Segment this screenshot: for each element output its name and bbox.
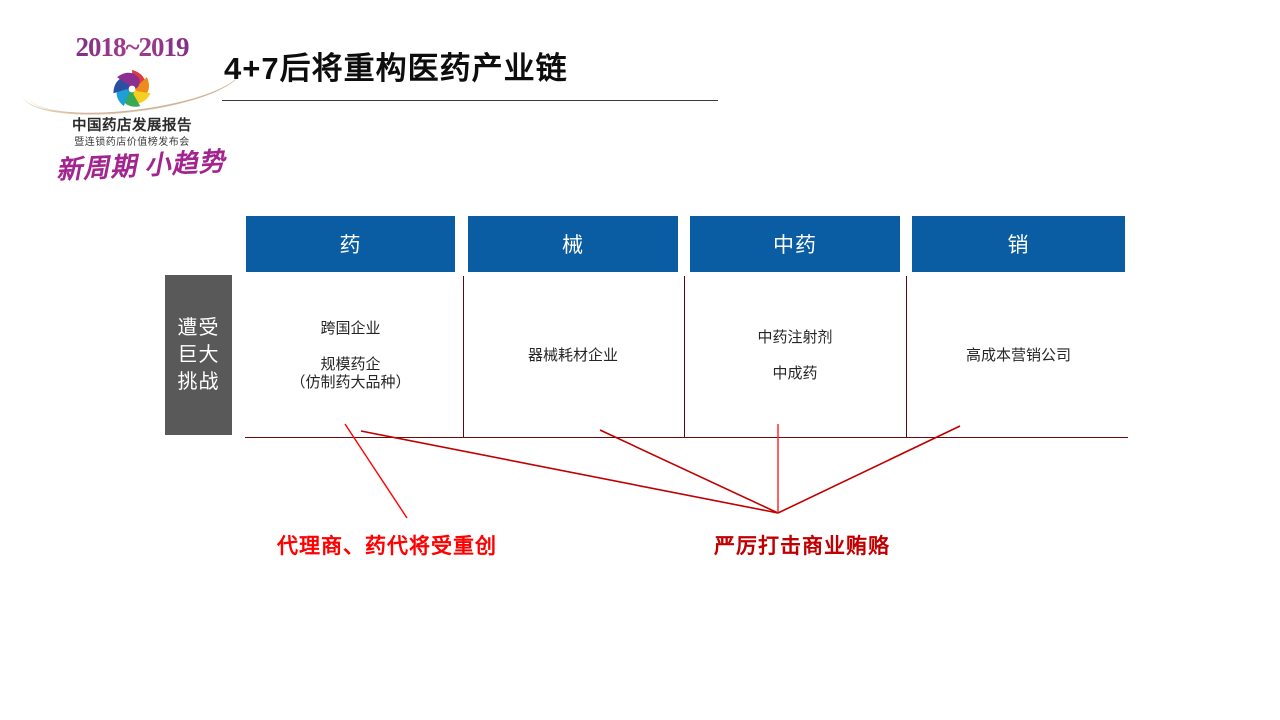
column-header-tcm: 中药 xyxy=(690,216,900,272)
entry-main: 中药注射剂 xyxy=(757,329,833,346)
annotation-label-agent: 代理商、药代将受重创 xyxy=(277,535,497,558)
row-label-line-1: 遭受 xyxy=(177,316,220,339)
entry-main: 器械耗材企业 xyxy=(527,347,618,364)
column-header-device: 械 xyxy=(468,216,678,272)
row-label-line-3: 挑战 xyxy=(177,370,220,393)
pinwheel-icon xyxy=(109,66,155,112)
entry-main: 规模药企 xyxy=(320,356,381,373)
column-body-sales: 高成本营销公司 xyxy=(912,276,1125,436)
page-title: 4+7后将重构医药产业链 xyxy=(224,51,568,86)
column-body-drug: 跨国企业 规模药企 （仿制药大品种） xyxy=(246,276,455,436)
column-entry: 跨国企业 xyxy=(320,320,380,338)
column-divider-3 xyxy=(906,276,907,437)
entry-main: 跨国企业 xyxy=(320,320,381,337)
column-entry: 规模药企 （仿制药大品种） xyxy=(290,356,410,392)
column-entry: 器械耗材企业 xyxy=(528,347,618,365)
entry-main: 高成本营销公司 xyxy=(965,347,1071,364)
logo-year-text: 2018~2019 xyxy=(62,32,202,63)
row-label-challenge: 遭受 巨大 挑战 xyxy=(165,275,232,435)
diagram-bottom-rule xyxy=(245,437,1128,438)
column-body-device: 器械耗材企业 xyxy=(468,276,678,436)
column-header-sales: 销 xyxy=(912,216,1125,272)
column-entry: 中成药 xyxy=(772,365,817,383)
column-header-drug: 药 xyxy=(246,216,455,272)
row-label-line-2: 巨大 xyxy=(177,343,220,366)
entry-sub: （仿制药大品种） xyxy=(290,374,411,391)
column-divider-1 xyxy=(463,276,464,437)
annotation-label-bribery: 严厉打击商业贿赂 xyxy=(714,535,890,558)
logo-subtitle-text: 暨连锁药店价值榜发布会 xyxy=(74,137,190,148)
column-entry: 高成本营销公司 xyxy=(966,347,1071,365)
entry-main: 中成药 xyxy=(772,365,818,382)
conference-logo: 2018~2019 xyxy=(19,32,245,148)
column-body-tcm: 中药注射剂 中成药 xyxy=(690,276,900,436)
logo-title-text: 中国药店发展报告 xyxy=(72,118,192,134)
title-underline xyxy=(222,100,718,101)
column-entry: 中药注射剂 xyxy=(757,329,832,347)
column-divider-2 xyxy=(684,276,685,437)
